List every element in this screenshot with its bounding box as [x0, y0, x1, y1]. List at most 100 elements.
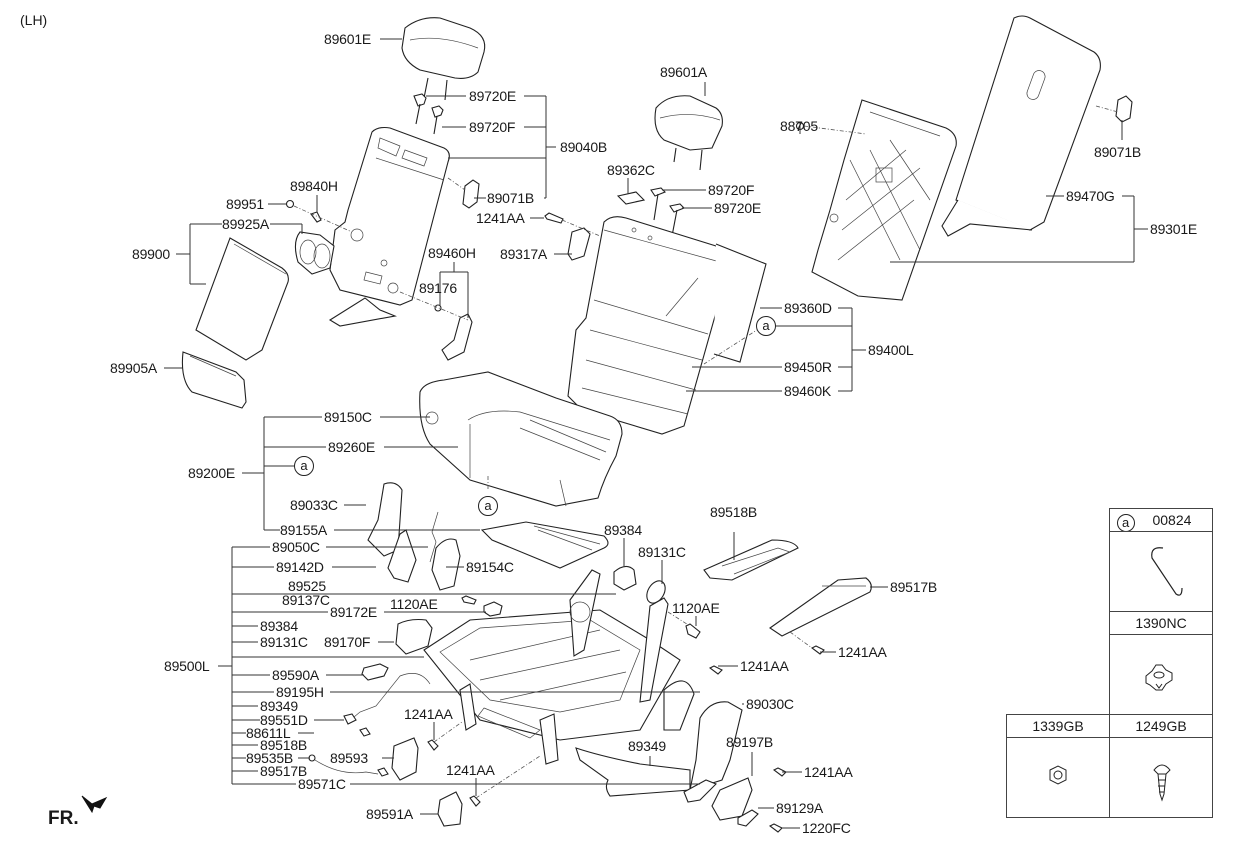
callout-89131C[interactable]: 89131C	[260, 634, 308, 650]
table-header-1249GB[interactable]: 1249GB	[1109, 714, 1213, 738]
table-cell-wire-clip	[1109, 531, 1213, 612]
callout-89131C-rh[interactable]: 89131C	[638, 544, 686, 560]
back-panel	[941, 15, 1101, 237]
leader-lines	[164, 38, 1148, 829]
seat-cushion	[419, 371, 623, 507]
callout-89900[interactable]: 89900	[132, 246, 170, 262]
callout-89518B-rh[interactable]: 89518B	[710, 504, 758, 520]
callout-89571C[interactable]: 89571C	[298, 776, 346, 792]
callout-89925A[interactable]: 89925A	[222, 216, 270, 232]
callout-89384-rh[interactable]: 89384	[604, 522, 642, 538]
table-header-1339GB[interactable]: 1339GB	[1006, 714, 1110, 738]
callout-1120AE-rh[interactable]: 1120AE	[672, 600, 720, 616]
callout-89518B[interactable]: 89518B	[260, 737, 308, 753]
callout-89197B[interactable]: 89197B	[726, 734, 774, 750]
callout-89450R[interactable]: 89450R	[784, 359, 832, 375]
callout-89517B-rh[interactable]: 89517B	[890, 579, 938, 595]
callout-89154C[interactable]: 89154C	[466, 559, 514, 575]
callout-89155A[interactable]: 89155A	[280, 522, 328, 538]
callout-89030C[interactable]: 89030C	[746, 696, 794, 712]
callout-89360D[interactable]: 89360D	[784, 300, 832, 316]
callout-89470G[interactable]: 89470G	[1066, 188, 1115, 204]
callout-89195H[interactable]: 89195H	[276, 684, 324, 700]
callout-89071B[interactable]: 89071B	[487, 190, 535, 206]
callout-89720E-rh[interactable]: 89720E	[714, 200, 762, 216]
callout-1241AA[interactable]: 1241AA	[404, 706, 453, 722]
callout-89601E[interactable]: 89601E	[324, 31, 372, 47]
connector-89535B	[377, 767, 389, 777]
callout-88611L[interactable]: 88611L	[246, 725, 291, 741]
callout-89170F[interactable]: 89170F	[324, 634, 371, 650]
callout-89137C[interactable]: 89137C	[282, 592, 330, 608]
table-cell-hex-nut	[1006, 737, 1110, 818]
callout-89720E[interactable]: 89720E	[469, 88, 517, 104]
part-89384-icon	[613, 565, 637, 591]
ref-marker-a: a	[1116, 514, 1135, 532]
callout-89720F[interactable]: 89720F	[469, 119, 516, 135]
table-header-00824[interactable]: a 00824	[1109, 508, 1213, 532]
callout-89301E[interactable]: 89301E	[1150, 221, 1198, 237]
callout-89905A[interactable]: 89905A	[110, 360, 158, 376]
callout-89535B[interactable]: 89535B	[246, 750, 294, 766]
callout-89033C[interactable]: 89033C	[290, 497, 338, 513]
back-board	[713, 243, 767, 363]
callout-89349[interactable]: 89349	[260, 698, 298, 714]
callout-89040B[interactable]: 89040B	[560, 139, 608, 155]
callout-89593[interactable]: 89593	[330, 750, 368, 766]
screw-1220FC	[768, 823, 783, 833]
callout-89362C[interactable]: 89362C	[607, 162, 655, 178]
headrest-lh	[401, 17, 486, 101]
callout-89460K[interactable]: 89460K	[784, 383, 832, 399]
callout-89176[interactable]: 89176	[419, 280, 457, 296]
part-code: 00824	[1152, 512, 1192, 528]
callout-89551D[interactable]: 89551D	[260, 712, 308, 728]
callout-1120AE[interactable]: 1120AE	[390, 596, 438, 612]
callout-89142D[interactable]: 89142D	[276, 559, 324, 575]
cover-89591A	[437, 791, 463, 827]
side-shield-inner	[367, 482, 403, 557]
seatback-cushion	[567, 216, 730, 435]
callout-89384[interactable]: 89384	[260, 618, 298, 634]
callout-1220FC[interactable]: 1220FC	[802, 820, 851, 836]
callout-1241AA[interactable]: 1241AA	[838, 644, 887, 660]
callout-89260E[interactable]: 89260E	[328, 439, 376, 455]
callout-89150C[interactable]: 89150C	[324, 409, 372, 425]
callout-89349-rh[interactable]: 89349	[628, 738, 666, 754]
bolt-1241AA	[708, 665, 723, 675]
callout-89200E[interactable]: 89200E	[188, 465, 236, 481]
callout-89317A[interactable]: 89317A	[500, 246, 548, 262]
rail-cover	[769, 577, 872, 637]
callout-89590A[interactable]: 89590A	[272, 667, 320, 683]
bracket-89154C	[431, 538, 461, 591]
callout-89517B[interactable]: 89517B	[260, 763, 308, 779]
callout-89951[interactable]: 89951	[226, 196, 264, 212]
callout-1241AA[interactable]: 1241AA	[804, 764, 853, 780]
cable-89535B	[314, 759, 379, 775]
bracket-89172E	[483, 601, 503, 617]
seat-frame	[423, 569, 681, 765]
front-arrow-icon	[81, 795, 108, 814]
callout-1241AA[interactable]: 1241AA	[476, 210, 525, 226]
callout-89071B-rh[interactable]: 89071B	[1094, 144, 1142, 160]
callout-1241AA[interactable]: 1241AA	[740, 658, 789, 674]
headrest-bezel	[616, 191, 646, 205]
callout-89601A[interactable]: 89601A	[660, 64, 708, 80]
callout-89129A[interactable]: 89129A	[776, 800, 824, 816]
table-header-1390NC[interactable]: 1390NC	[1109, 611, 1213, 635]
callout-89172E[interactable]: 89172E	[330, 604, 378, 620]
callout-89500L[interactable]: 89500L	[164, 658, 210, 674]
callout-89460H[interactable]: 89460H	[428, 245, 476, 261]
harness-89195H	[347, 673, 431, 723]
bolt-1241AA	[810, 645, 825, 655]
callout-89840H[interactable]: 89840H	[290, 178, 338, 194]
callout-89050C[interactable]: 89050C	[272, 539, 320, 555]
callout-89400L[interactable]: 89400L	[868, 342, 914, 358]
callout-89591A[interactable]: 89591A	[366, 806, 414, 822]
cover-89170F	[395, 618, 433, 655]
callout-88705[interactable]: 88705	[780, 118, 818, 134]
callout-89525[interactable]: 89525	[288, 578, 326, 594]
callout-89720F-rh[interactable]: 89720F	[708, 182, 755, 198]
callout-1241AA[interactable]: 1241AA	[446, 762, 495, 778]
seat-under-cover	[480, 521, 609, 569]
connector-89551D	[343, 713, 357, 725]
